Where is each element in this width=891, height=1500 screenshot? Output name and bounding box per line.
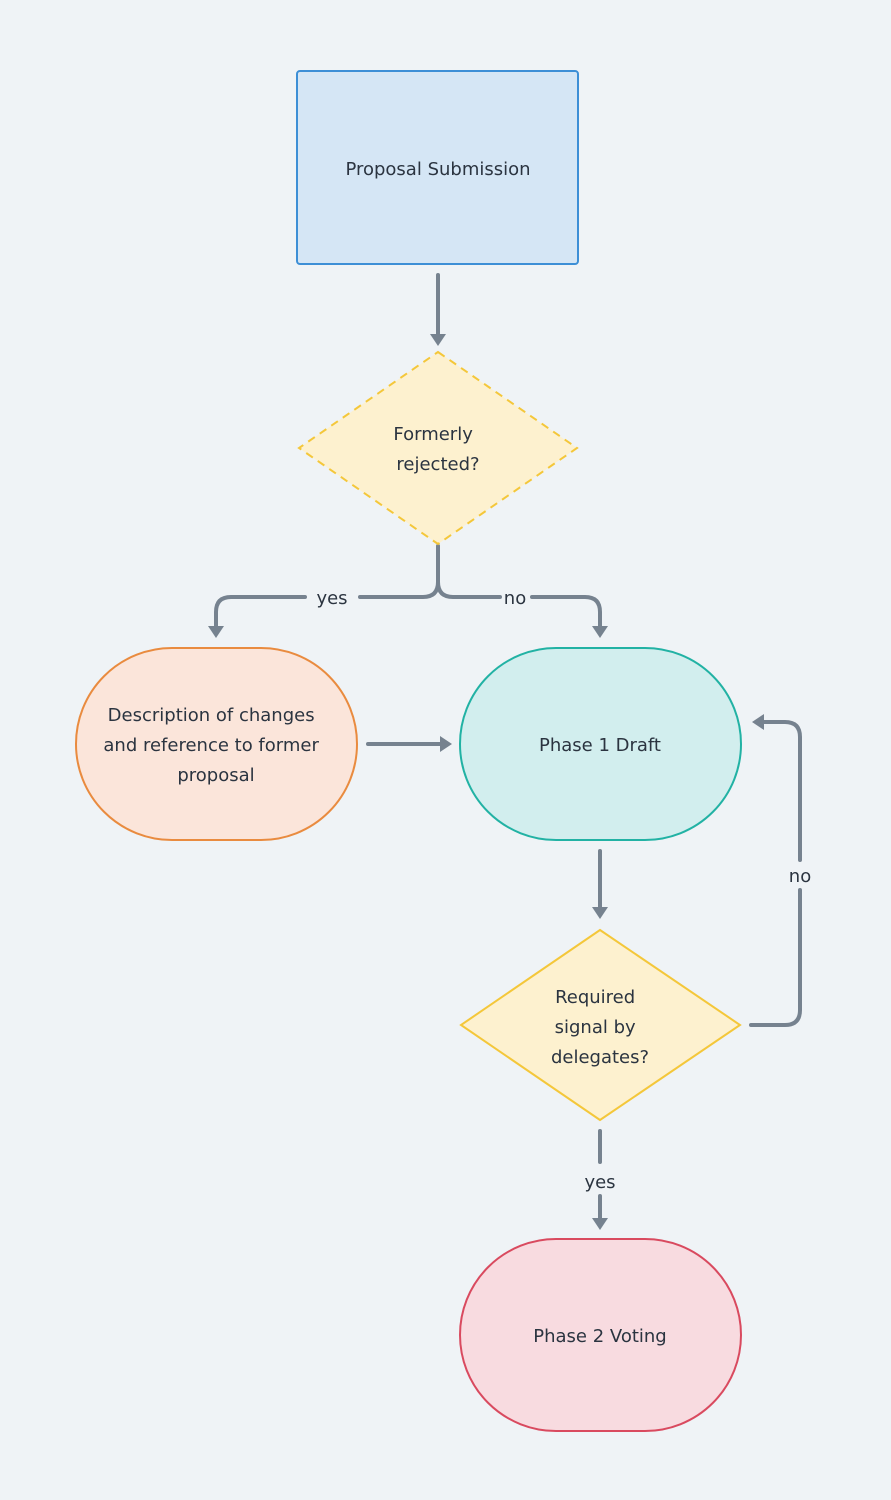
edge-description-to-draft bbox=[366, 736, 452, 752]
edge-draft-to-signal bbox=[592, 849, 608, 919]
node-phase1-draft[interactable]: Phase 1 Draft bbox=[459, 647, 742, 841]
node-label: Phase 2 Voting bbox=[533, 1326, 666, 1347]
edge-label-rejected-yes: yes bbox=[316, 588, 347, 609]
node-proposal-submission[interactable]: Proposal Submission bbox=[296, 70, 579, 265]
node-required-signal[interactable]: Required signal by delegates? bbox=[459, 928, 742, 1122]
edge-label-signal-no: no bbox=[789, 866, 811, 887]
node-label: Description of changes and reference to … bbox=[103, 705, 324, 786]
edge-rejected-no bbox=[436, 580, 608, 638]
edge-signal-yes bbox=[592, 1129, 608, 1230]
node-label: Phase 1 Draft bbox=[539, 735, 661, 756]
node-formerly-rejected[interactable]: Formerly rejected? bbox=[297, 350, 579, 546]
edge-label-signal-yes: yes bbox=[584, 1172, 615, 1193]
node-label: Proposal Submission bbox=[345, 159, 530, 180]
edge-submission-to-rejected bbox=[430, 273, 446, 346]
node-description-of-changes[interactable]: Description of changes and reference to … bbox=[75, 647, 358, 841]
edge-label-rejected-no: no bbox=[504, 588, 526, 609]
edge-signal-no bbox=[749, 714, 802, 1027]
node-label: Formerly rejected? bbox=[393, 424, 479, 475]
node-label: Required signal by delegates? bbox=[551, 987, 649, 1068]
node-phase2-voting[interactable]: Phase 2 Voting bbox=[459, 1238, 742, 1432]
